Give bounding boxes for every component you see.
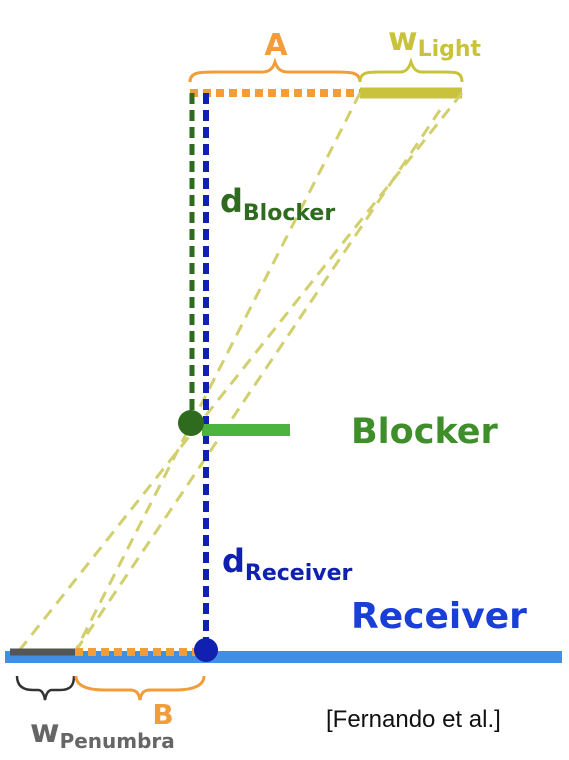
a-label: A bbox=[264, 28, 288, 63]
b-brace bbox=[74, 675, 206, 701]
w-light-sub: Light bbox=[418, 37, 482, 62]
w-light-brace bbox=[358, 57, 464, 83]
a-brace bbox=[188, 57, 362, 83]
d-blocker-sub: Blocker bbox=[243, 201, 335, 226]
receiver-point bbox=[194, 638, 218, 662]
d-blocker-main: d bbox=[220, 182, 243, 220]
receiver-label: Receiver bbox=[351, 596, 527, 637]
d-receiver-sub: Receiver bbox=[245, 561, 353, 586]
blocker-point bbox=[178, 410, 204, 436]
penumbra-ray-inner-1 bbox=[73, 92, 362, 653]
w-penumbra-brace bbox=[15, 675, 76, 701]
d-receiver-main: d bbox=[222, 542, 245, 580]
w-light-label: wLight bbox=[388, 20, 482, 62]
penumbra-ray-inner-2 bbox=[73, 109, 442, 653]
w-penumbra-main: w bbox=[30, 712, 60, 750]
blocker-label: Blocker bbox=[351, 412, 499, 452]
d-blocker-label: dBlocker bbox=[220, 182, 335, 226]
d-receiver-label: dReceiver bbox=[222, 542, 353, 586]
b-label: B bbox=[152, 698, 173, 731]
w-penumbra-sub: Penumbra bbox=[60, 729, 175, 753]
w-penumbra-label: wPenumbra bbox=[30, 712, 175, 753]
citation: [Fernando et al.] bbox=[326, 706, 501, 733]
w-light-main: w bbox=[388, 20, 418, 58]
